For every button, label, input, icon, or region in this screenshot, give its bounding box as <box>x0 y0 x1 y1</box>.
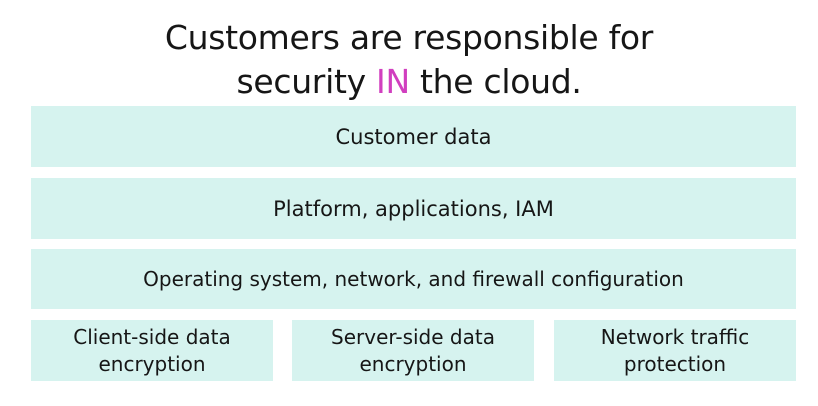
title-line-2-start: security <box>236 62 377 101</box>
box-server-side-encryption: Server-side data encryption <box>292 320 534 381</box>
network-traffic-label-line-1: Network traffic <box>600 324 750 349</box>
client-side-label-line-2: encryption <box>98 351 206 376</box>
title-line-1: Customers are responsible for <box>164 18 654 57</box>
layer-os-config-label: Operating system, network, and firewall … <box>143 267 684 291</box>
diagram-title: Customers are responsible for security I… <box>0 16 818 104</box>
layer-customer-data-label: Customer data <box>335 124 492 149</box>
title-highlight-in: IN <box>376 62 410 101</box>
server-side-label-line-2: encryption <box>359 351 467 376</box>
box-network-traffic-protection: Network traffic protection <box>554 320 796 381</box>
title-line-2: security IN the cloud. <box>0 60 818 104</box>
server-side-label-line-1: Server-side data <box>331 324 495 349</box>
client-side-label: Client-side data encryption <box>73 324 231 378</box>
client-side-label-line-1: Client-side data <box>73 324 231 349</box>
layer-customer-data: Customer data <box>31 106 796 167</box>
network-traffic-label-line-2: protection <box>623 351 727 376</box>
network-traffic-label: Network traffic protection <box>601 324 750 378</box>
layer-platform-label: Platform, applications, IAM <box>273 196 554 221</box>
server-side-label: Server-side data encryption <box>331 324 495 378</box>
title-line-2-end: the cloud. <box>409 62 582 101</box>
layer-os-config: Operating system, network, and firewall … <box>31 249 796 309</box>
box-client-side-encryption: Client-side data encryption <box>31 320 273 381</box>
layer-platform: Platform, applications, IAM <box>31 178 796 239</box>
